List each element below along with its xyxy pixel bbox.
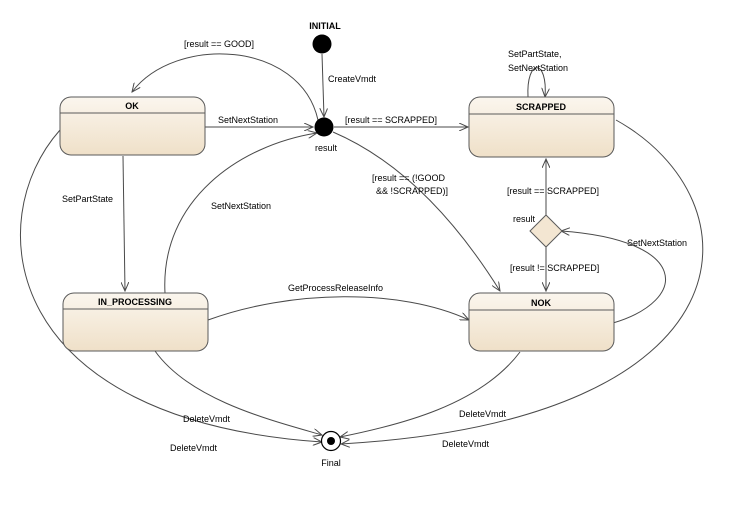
edge-inprocessing-to-nok bbox=[207, 296, 469, 320]
edge-ok-to-final bbox=[19, 129, 322, 442]
label-delete-vmdt-nok: DeleteVmdt bbox=[459, 409, 507, 419]
edge-nok-to-final bbox=[340, 351, 521, 437]
label-result-not-good-1: [result == (!GOOD bbox=[372, 173, 446, 183]
choice-right[interactable]: result bbox=[513, 214, 563, 248]
label-ok-set-part-state: SetPartState bbox=[62, 194, 113, 204]
choice-center[interactable]: result bbox=[314, 117, 338, 154]
state-in-processing[interactable]: IN_PROCESSING bbox=[62, 292, 209, 352]
label-result-scrapped-top: [result == SCRAPPED] bbox=[345, 115, 437, 125]
label-result-not-scrapped: [result != SCRAPPED] bbox=[510, 263, 599, 273]
label-inproc-set-next-station: SetNextStation bbox=[211, 201, 271, 211]
label-scrapped-self-1: SetPartState, bbox=[508, 49, 562, 59]
label-ok-set-next-station: SetNextStation bbox=[218, 115, 278, 125]
edge-inprocessing-to-choice bbox=[164, 133, 317, 294]
label-create-vmdt: CreateVmdt bbox=[328, 74, 377, 84]
state-scrapped-label: SCRAPPED bbox=[516, 102, 567, 112]
label-nok-set-next-station: SetNextStation bbox=[627, 238, 687, 248]
final-node[interactable]: Final bbox=[320, 430, 342, 469]
label-result-scrapped-right: [result == SCRAPPED] bbox=[507, 186, 599, 196]
initial-node[interactable]: INITIAL bbox=[309, 21, 341, 54]
label-result-not-good-2: && !SCRAPPED)] bbox=[376, 186, 448, 196]
state-ok-label: OK bbox=[125, 101, 139, 111]
state-in-processing-label: IN_PROCESSING bbox=[98, 297, 172, 307]
transition-labels: CreateVmdt [result == GOOD] SetNextStati… bbox=[62, 39, 687, 453]
edge-nok-to-rchoice bbox=[561, 231, 666, 324]
label-get-process-release-info: GetProcessReleaseInfo bbox=[288, 283, 383, 293]
edge-inprocessing-to-final bbox=[154, 350, 322, 435]
label-delete-vmdt-inproc: DeleteVmdt bbox=[183, 414, 231, 424]
final-label: Final bbox=[321, 458, 341, 468]
edge-initial-to-choice bbox=[322, 53, 324, 117]
edge-scrapped-self bbox=[527, 67, 545, 97]
state-nok-label: NOK bbox=[531, 298, 552, 308]
label-delete-vmdt-ok: DeleteVmdt bbox=[170, 443, 218, 453]
label-delete-vmdt-scrapped: DeleteVmdt bbox=[442, 439, 490, 449]
edge-scrapped-to-final bbox=[341, 119, 704, 444]
edge-choice-to-ok bbox=[132, 53, 319, 121]
edge-choice-to-nok bbox=[332, 131, 500, 291]
choice-center-label: result bbox=[315, 143, 338, 153]
state-scrapped[interactable]: SCRAPPED bbox=[468, 96, 615, 158]
label-result-good: [result == GOOD] bbox=[184, 39, 254, 49]
transitions bbox=[19, 53, 704, 444]
initial-label: INITIAL bbox=[309, 21, 341, 31]
state-nok[interactable]: NOK bbox=[468, 292, 615, 352]
label-scrapped-self-2: SetNextStation bbox=[508, 63, 568, 73]
edge-ok-to-inprocessing bbox=[123, 155, 125, 291]
state-ok[interactable]: OK bbox=[59, 96, 206, 156]
choice-right-label: result bbox=[513, 214, 536, 224]
